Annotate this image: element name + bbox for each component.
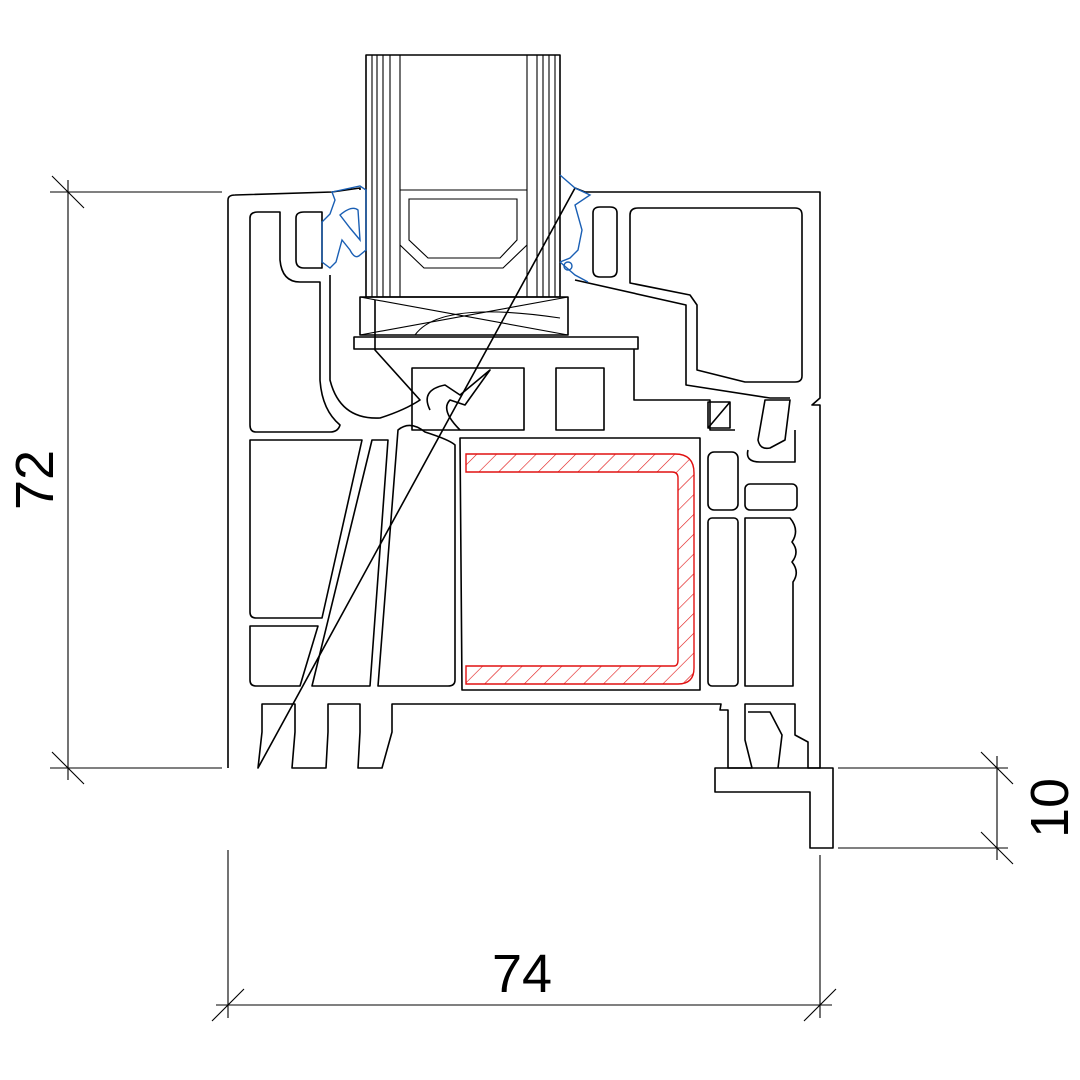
chamber-e bbox=[707, 451, 739, 511]
glazing-bead-inner bbox=[329, 275, 421, 419]
gasket-left bbox=[321, 185, 367, 269]
gasket-groove-right bbox=[592, 206, 618, 278]
steel-reinforcement bbox=[465, 453, 695, 685]
center-seal bbox=[746, 399, 796, 463]
glazing-platform bbox=[353, 336, 639, 350]
dimension-width-label: 74 bbox=[492, 944, 552, 1004]
dimension-sill: 10 bbox=[838, 751, 1080, 865]
chamber-g bbox=[707, 517, 739, 687]
sash-chamber bbox=[411, 367, 525, 431]
chamber-f bbox=[744, 483, 798, 511]
sash-rebate bbox=[574, 279, 790, 399]
dimension-height: 72 bbox=[5, 175, 222, 785]
sash-step bbox=[633, 349, 735, 431]
spacer-bar bbox=[408, 198, 518, 259]
chamber-d bbox=[377, 424, 456, 687]
frame-outline bbox=[227, 187, 821, 769]
gasket-groove-left bbox=[295, 211, 323, 269]
dimension-height-label: 72 bbox=[5, 450, 65, 510]
setting-block bbox=[359, 296, 569, 336]
gasket-right bbox=[559, 174, 592, 283]
chamber-h bbox=[744, 517, 798, 687]
dimension-width: 74 bbox=[211, 850, 837, 1022]
frame-left-chamber bbox=[249, 211, 341, 433]
foot-clip bbox=[748, 711, 783, 769]
glass-pane bbox=[365, 54, 561, 298]
chamber-c bbox=[311, 439, 389, 687]
sill-plate bbox=[714, 767, 834, 849]
bead-clip bbox=[426, 369, 491, 431]
drain-chamber bbox=[707, 401, 731, 429]
frame-right-chamber bbox=[629, 207, 803, 383]
dimension-sill-label: 10 bbox=[1020, 778, 1080, 838]
reinforcement-chamber bbox=[459, 437, 701, 691]
chamber-a bbox=[249, 439, 363, 619]
sash-chamber-small bbox=[555, 367, 605, 431]
chamber-b bbox=[249, 625, 319, 687]
